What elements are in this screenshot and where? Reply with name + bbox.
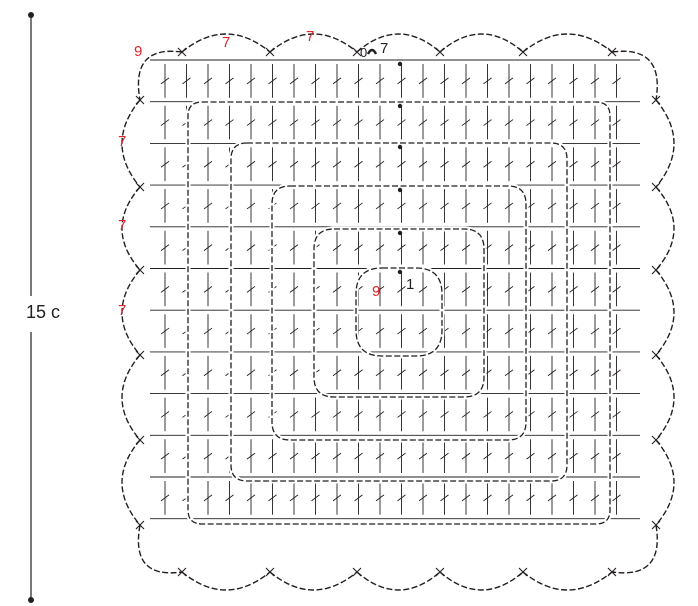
scallop-chain xyxy=(440,572,523,590)
dimension-end-dot xyxy=(28,12,34,18)
join-x xyxy=(266,48,274,56)
end-join-arc xyxy=(368,50,376,54)
ring-mask xyxy=(231,143,567,481)
scallop-chain xyxy=(612,51,657,100)
dimension-label: 15 c xyxy=(26,302,60,322)
join-x xyxy=(266,568,274,576)
label-round-start: 1 xyxy=(406,276,414,293)
count-left-2: 7 xyxy=(118,217,126,234)
join-x xyxy=(136,266,144,274)
scallop-chain xyxy=(612,525,657,573)
scallop-chain xyxy=(122,355,140,440)
chain-ring xyxy=(231,143,567,481)
scallop-chain xyxy=(138,51,182,100)
round-start-dot xyxy=(398,62,402,66)
chain-ring xyxy=(356,268,442,356)
scallop-chain xyxy=(656,440,674,525)
round-start-dot xyxy=(398,270,402,274)
scallop-chain xyxy=(122,440,140,525)
count-center: 9 xyxy=(372,283,380,300)
join-x xyxy=(353,568,361,576)
scallop-chain xyxy=(270,572,357,590)
scallop-chain xyxy=(656,100,674,187)
scallop-chain xyxy=(523,572,612,590)
join-x xyxy=(652,266,660,274)
count-left-3: 7 xyxy=(118,302,126,319)
scallop-chain xyxy=(656,187,674,270)
scallop-chain xyxy=(182,572,270,590)
dimension-end-dot xyxy=(28,597,34,603)
round-start-dot xyxy=(398,145,402,149)
round-start-dot xyxy=(398,188,402,192)
join-x xyxy=(436,48,444,56)
scallop-chain xyxy=(523,34,612,52)
join-x xyxy=(136,351,144,359)
scallop-chain xyxy=(138,525,182,573)
ring-mask xyxy=(356,268,442,356)
label-end-slip: 0 xyxy=(360,45,367,60)
round-start-dot xyxy=(398,231,402,235)
scallop-chain xyxy=(440,34,523,52)
round-start-markers xyxy=(368,50,402,274)
count-top-2: 7 xyxy=(306,28,314,45)
scallop-chain xyxy=(357,34,440,52)
label-end-chain: 7 xyxy=(380,40,388,57)
ring-mask xyxy=(314,229,484,397)
chain-ring xyxy=(314,229,484,397)
scallop-chain xyxy=(656,270,674,355)
join-x xyxy=(652,183,660,191)
join-x xyxy=(519,48,527,56)
scallop-chain xyxy=(357,572,440,590)
count-top-1: 7 xyxy=(222,34,230,51)
join-x xyxy=(136,436,144,444)
join-x xyxy=(136,183,144,191)
join-x xyxy=(436,568,444,576)
join-x xyxy=(652,351,660,359)
scallop-border xyxy=(122,34,674,590)
round-start-dot xyxy=(398,104,402,108)
count-top-corner: 9 xyxy=(134,43,142,60)
join-x xyxy=(519,568,527,576)
count-left-1: 7 xyxy=(118,133,126,150)
join-x xyxy=(652,436,660,444)
scallop-chain xyxy=(656,355,674,440)
